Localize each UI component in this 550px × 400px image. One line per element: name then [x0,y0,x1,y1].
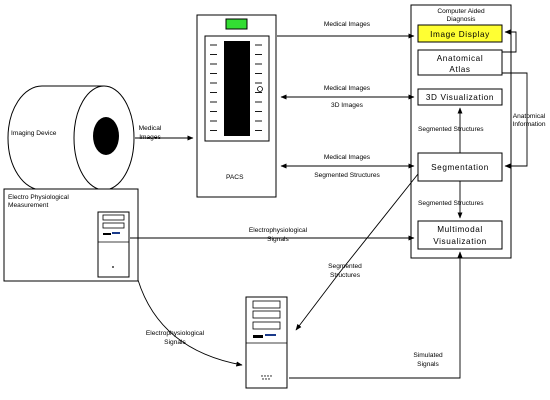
cad-title-line1: Computer Aided [437,8,485,15]
segmentation-box [417,152,503,182]
edge-ep-to-simulation [137,279,243,367]
segmentation-label: Segmentation [431,163,489,172]
imaging-device-label: Imaging Device [11,130,57,137]
edge-simulated-label-line2: Signals [417,361,439,368]
edge-pacs-seg-medical-label: Medical Images [324,154,371,161]
simulation-workstation-drive-3 [252,321,281,330]
edge-pacs-seg-structures-label: Segmented Structures [314,172,380,179]
edge-atlas-to-image-display [502,29,517,53]
pacs-label: PACS [226,174,244,181]
image-display-label: Image Display [430,30,490,39]
edge-ep-signals-label-line2: Signals [267,236,289,243]
ep-workstation-slot [103,233,111,235]
ep-measurement-title-line1: Electro Physiological [8,194,69,201]
multimodal-visualization-box [417,220,503,250]
pacs-server: PACS [196,14,277,198]
visualization-3d-label: 3D Visualization [426,93,494,102]
edge-pacs-3d-medical-label: Medical Images [324,85,371,92]
edge-anatomical-info-label-line2: Information [513,121,546,128]
multimodal-label-line2: Visualization [433,237,487,246]
ep-measurement-title-line2: Measurement [8,202,48,209]
anatomical-atlas-label-line1: Anatomical [437,54,484,63]
image-display-box [417,24,503,43]
edge-seg-down-label-line2: Structures [330,272,361,279]
cad-title-line2: Diagnosis [447,16,477,23]
ep-workstation [97,211,130,278]
imaging-device: Imaging Device [7,85,135,191]
ep-workstation-drive-1 [102,214,125,221]
edge-ep-down-label-line1: Electrophysiological [146,330,205,337]
pacs-status-indicator [225,18,248,30]
ep-workstation-accent [112,232,120,234]
pacs-power-button [257,86,263,92]
edge-anatomical-info-label-line1: Anatomical [513,113,546,120]
simulation-workstation-drive-1 [252,300,281,309]
edge-device-to-pacs-label-line1: Medical [139,125,162,132]
simulation-workstation-grille [261,375,272,380]
edge-simulated-label-line1: Simulated [413,352,443,359]
edge-pacs-to-image-display-label: Medical Images [324,21,371,28]
simulation-workstation-drive-2 [252,310,281,319]
pacs-vents [210,44,262,131]
edge-simulation-to-multimodal [289,251,463,379]
simulation-workstation-accent [265,334,276,336]
edge-segmentation-to-simulation [295,173,419,331]
multimodal-label-line1: Multimodal [437,225,483,234]
pacs-drive-slot [224,41,250,136]
edge-ep-down-label-line2: Signals [164,339,186,346]
edge-pacs-3d-images-label: 3D Images [331,102,364,109]
edge-device-to-pacs-label-line2: Images [139,134,161,141]
simulation-workstation-slot [253,335,263,338]
edge-ep-signals-label-line1: Electrophysiological [249,227,308,234]
ep-workstation-led [112,266,114,268]
edge-segmentation-to-3d-label: Segmented Structures [418,126,484,133]
simulation-workstation [245,296,288,389]
edge-atlas-to-segmentation [502,72,528,169]
anatomical-atlas-box [417,49,503,76]
edge-segmentation-to-multimodal-label: Segmented Structures [418,200,484,207]
edge-seg-down-label-line1: Segmented [328,263,362,270]
visualization-3d-box [417,88,503,106]
imaging-device-bore [93,117,119,155]
cad-panel: Computer Aided Diagnosis Image Display A… [410,4,512,259]
ep-workstation-drive-2 [102,222,125,229]
anatomical-atlas-label-line2: Atlas [449,65,470,74]
